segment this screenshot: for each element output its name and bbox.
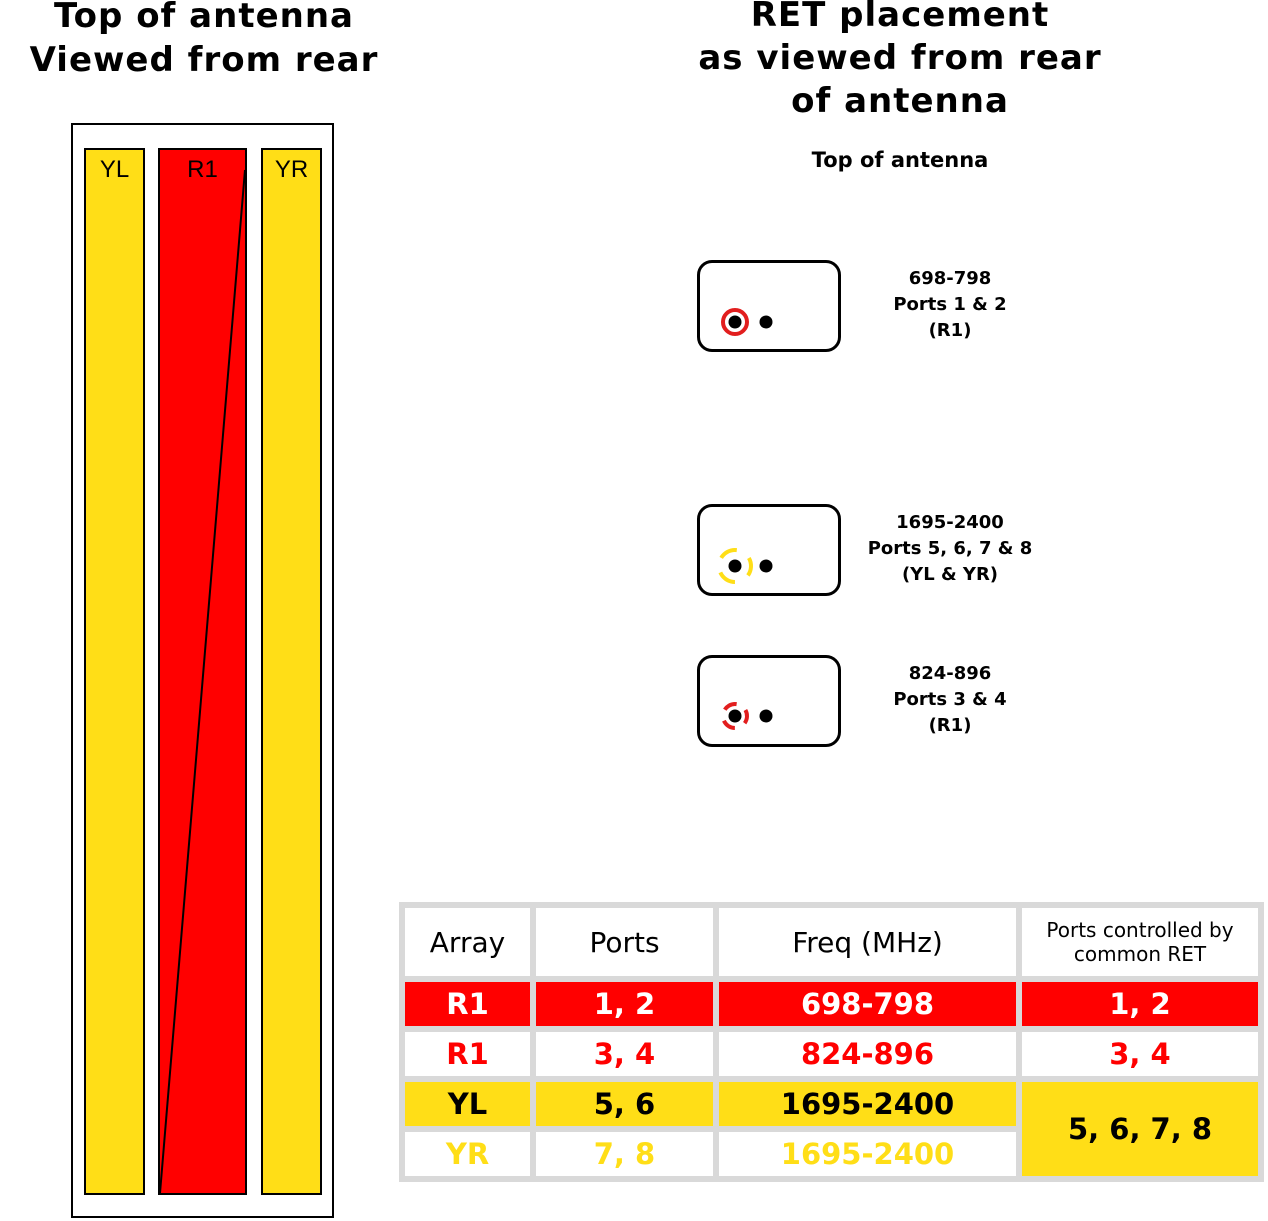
- column-yr: YR: [261, 148, 322, 1195]
- column-r1-label: R1: [187, 156, 218, 183]
- ret-connector-icon: [717, 548, 773, 584]
- ret-3-ports: Ports 3 & 4: [893, 689, 1007, 710]
- right-title-line2: as viewed from rear: [698, 38, 1102, 78]
- cell-ports: 5, 6: [536, 1082, 713, 1126]
- left-title-line2: Viewed from rear: [29, 40, 379, 80]
- header-common-ret: Ports controlled by common RET: [1022, 908, 1258, 976]
- cell-freq: 824-896: [719, 1032, 1016, 1076]
- ret-2-array: (YL & YR): [901, 564, 999, 585]
- cell-common: 3, 4: [1022, 1032, 1258, 1076]
- ret-1-ports: Ports 1 & 2: [893, 294, 1007, 315]
- ret-label-3: 824-896 Ports 3 & 4 (R1): [845, 661, 1055, 739]
- cell-ports: 7, 8: [536, 1132, 713, 1176]
- right-title-line3: of antenna: [791, 81, 1009, 121]
- cell-array: R1: [405, 1032, 530, 1076]
- ret-box: [697, 655, 841, 747]
- cell-freq: 698-798: [719, 982, 1016, 1026]
- cell-array: YR: [405, 1132, 530, 1176]
- right-title-line1: RET placement: [750, 0, 1050, 35]
- cell-freq: 1695-2400: [719, 1132, 1016, 1176]
- table-row: R1 3, 4 824-896 3, 4: [405, 1032, 1258, 1076]
- left-title-line1: Top of antenna: [53, 0, 354, 36]
- table-header-row: Array Ports Freq (MHz) Ports controlled …: [405, 908, 1258, 976]
- ret-3-array: (R1): [928, 715, 972, 736]
- ret-connector-icon: [721, 702, 773, 730]
- ret-1-array: (R1): [928, 320, 972, 341]
- ret-table: Array Ports Freq (MHz) Ports controlled …: [399, 902, 1264, 1182]
- ret-box: [697, 260, 841, 352]
- cell-common: 5, 6, 7, 8: [1022, 1082, 1258, 1176]
- cell-array: YL: [405, 1082, 530, 1126]
- column-yr-label: YR: [274, 156, 309, 183]
- header-freq: Freq (MHz): [719, 908, 1016, 976]
- cell-ports: 1, 2: [536, 982, 713, 1026]
- ret-3-freq: 824-896: [908, 663, 992, 684]
- table-row: YR 7, 8 1695-2400: [405, 1132, 1258, 1176]
- ret-label-1: 698-798 Ports 1 & 2 (R1): [845, 266, 1055, 344]
- ret-connector-icon: [721, 308, 773, 336]
- ret-box: [697, 504, 841, 596]
- diagonal-line: [159, 169, 246, 1194]
- cell-common: 1, 2: [1022, 982, 1258, 1026]
- table-row: YL 5, 6 1695-2400 5, 6, 7, 8: [405, 1082, 1258, 1176]
- cell-freq: 1695-2400: [719, 1082, 1016, 1126]
- ret-2-freq: 1695-2400: [896, 512, 1004, 533]
- ret-1-freq: 698-798: [908, 268, 992, 289]
- ret-2-ports: Ports 5, 6, 7 & 8: [867, 538, 1033, 559]
- header-array: Array: [405, 908, 530, 976]
- column-yl: YL: [84, 148, 145, 1195]
- header-ports: Ports: [536, 908, 713, 976]
- left-title: Top of antenna Viewed from rear: [0, 0, 408, 82]
- antenna-frame: [71, 123, 334, 1218]
- cell-array: R1: [405, 982, 530, 1026]
- top-of-antenna-label: Top of antenna: [811, 148, 989, 172]
- right-title: RET placement as viewed from rear of ant…: [640, 0, 1160, 123]
- column-yl-label: YL: [99, 156, 130, 183]
- ret-label-2: 1695-2400 Ports 5, 6, 7 & 8 (YL & YR): [845, 510, 1055, 588]
- cell-ports: 3, 4: [536, 1032, 713, 1076]
- table-row: R1 1, 2 698-798 1, 2: [405, 982, 1258, 1026]
